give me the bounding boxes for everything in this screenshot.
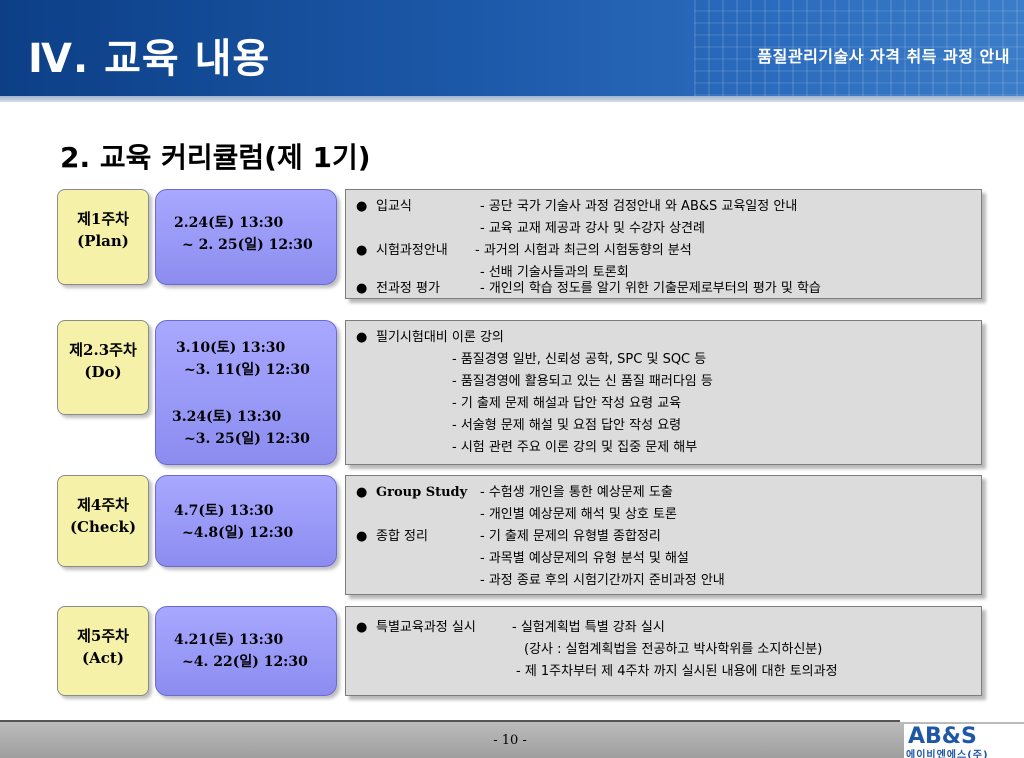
bullet-icon: ● xyxy=(356,485,368,500)
week-box-3: 제4주차 (Check) xyxy=(57,475,149,567)
date-line: ~4. 22(일) 12:30 xyxy=(182,654,308,670)
date-box-3: 4.7(토) 13:30 ~4.8(일) 12:30 xyxy=(155,475,337,567)
week-phase: (Act) xyxy=(82,649,124,667)
item-text: - 실험계획법 특별 강좌 실시 xyxy=(512,620,665,635)
page-number: - 10 - xyxy=(493,733,527,748)
item-text: - 제 1주차부터 제 4주차 까지 실시된 내용에 대한 토의과정 xyxy=(516,664,838,679)
item-text: - 서술형 문제 해설 및 요점 답안 작성 요령 xyxy=(452,418,682,433)
item-text: - 품질경영에 활용되고 있는 신 품질 패러다임 등 xyxy=(452,374,713,389)
week-name: 제4주차 xyxy=(77,496,129,514)
bullet-icon: ● xyxy=(356,620,368,635)
footer-divider xyxy=(0,720,900,722)
date-line: ~4.8(일) 12:30 xyxy=(182,525,294,541)
header-divider xyxy=(0,96,1024,102)
week-box-1: 제1주차 (Plan) xyxy=(57,189,149,285)
week-name: 제5주차 xyxy=(77,627,129,645)
item-text: - 과거의 시험과 최근의 시험동향의 분석 xyxy=(475,243,692,258)
date-line: 4.21(토) 13:30 xyxy=(174,632,284,648)
item-text: - 기 출제 문제의 유형별 종합정리 xyxy=(480,529,661,544)
item-label: 특별교육과정 실시 xyxy=(376,620,476,635)
section-title: 2. 교육 커리큘럼(제 1기) xyxy=(60,141,371,174)
week-phase: (Plan) xyxy=(77,232,129,250)
content-box-3: ● Group Study - 수험생 개인을 통한 예상문제 도출 - 개인별… xyxy=(345,475,982,595)
item-text: - 수험생 개인을 통한 예상문제 도출 xyxy=(480,485,673,500)
item-label: 시험과정안내 xyxy=(376,243,448,258)
week-name: 제2.3주차 xyxy=(69,341,137,359)
item-text: - 교육 교재 제공과 강사 및 수강자 상견례 xyxy=(480,221,705,236)
bullet-icon: ● xyxy=(356,330,368,345)
item-label: 전과정 평가 xyxy=(376,281,440,296)
item-text: - 개인의 학습 정도를 알기 위한 기출문제로부터의 평가 및 학습 xyxy=(480,281,821,296)
week-name: 제1주차 xyxy=(77,210,129,228)
item-label: 입교식 xyxy=(376,199,412,214)
header-pattern xyxy=(694,0,1024,96)
week-box-4: 제5주차 (Act) xyxy=(57,606,149,696)
header-banner: Ⅳ. 교육 내용 품질관리기술사 자격 취득 과정 안내 xyxy=(0,0,1024,96)
item-text: - 시험 관련 주요 이론 강의 및 집중 문제 해부 xyxy=(452,440,698,455)
item-label: Group Study xyxy=(376,485,468,500)
date-line: 3.24(토) 13:30 xyxy=(172,409,282,425)
item-text: - 과목별 예상문제의 유형 분석 및 해설 xyxy=(480,551,689,566)
date-line: 3.10(토) 13:30 xyxy=(176,340,286,356)
item-text: - 공단 국가 기술사 과정 검정안내 와 AB&S 교육일정 안내 xyxy=(480,199,798,214)
item-text: - 품질경영 일반, 신뢰성 공학, SPC 및 SQC 등 xyxy=(452,352,707,367)
page-title: Ⅳ. 교육 내용 xyxy=(28,36,271,82)
page-subtitle: 품질관리기술사 자격 취득 과정 안내 xyxy=(757,47,1010,66)
logo-subtitle: 에이비엔에스(주) xyxy=(906,750,989,758)
item-label: 필기시험대비 이론 강의 xyxy=(376,330,504,345)
item-text: - 과정 종료 후의 시험기간까지 준비과정 안내 xyxy=(480,573,725,588)
item-label: 종합 정리 xyxy=(376,529,428,544)
bullet-icon: ● xyxy=(356,243,368,258)
date-line: 2.24(토) 13:30 xyxy=(174,215,284,231)
content-box-1: ● 입교식 - 공단 국가 기술사 과정 검정안내 와 AB&S 교육일정 안내… xyxy=(345,189,982,299)
logo-mark: AB&S xyxy=(908,724,977,749)
date-line: 4.7(토) 13:30 xyxy=(174,503,274,519)
bullet-icon: ● xyxy=(356,199,368,214)
date-box-2: 3.10(토) 13:30 ~3. 11(일) 12:30 3.24(토) 13… xyxy=(155,320,337,465)
item-text: - 개인별 예상문제 해석 및 상호 토론 xyxy=(480,507,677,522)
date-box-1: 2.24(토) 13:30 ~ 2. 25(일) 12:30 xyxy=(155,189,337,285)
footer-bar xyxy=(0,722,1024,758)
content-box-2: ● 필기시험대비 이론 강의 - 품질경영 일반, 신뢰성 공학, SPC 및 … xyxy=(345,320,982,465)
item-text: - 선배 기술사들과의 토론회 xyxy=(480,265,629,280)
date-box-4: 4.21(토) 13:30 ~4. 22(일) 12:30 xyxy=(155,606,337,696)
bullet-icon: ● xyxy=(356,281,368,296)
date-line: ~ 2. 25(일) 12:30 xyxy=(182,237,313,253)
date-line: ~3. 11(일) 12:30 xyxy=(184,362,310,378)
week-phase: (Do) xyxy=(84,363,122,381)
date-line: ~3. 25(일) 12:30 xyxy=(184,431,310,447)
item-text: - 기 출제 문제 해설과 답안 작성 요령 교육 xyxy=(452,396,682,411)
content-box-4: ● 특별교육과정 실시 - 실험계획법 특별 강좌 실시 (강사 : 실험계획법… xyxy=(345,606,982,696)
item-text: (강사 : 실험계획법을 전공하고 박사학위를 소지하신분) xyxy=(524,642,823,657)
bullet-icon: ● xyxy=(356,529,368,544)
week-box-2: 제2.3주차 (Do) xyxy=(57,320,149,415)
week-phase: (Check) xyxy=(69,518,137,536)
company-logo: AB&S 에이비엔에스(주) xyxy=(904,724,1024,758)
